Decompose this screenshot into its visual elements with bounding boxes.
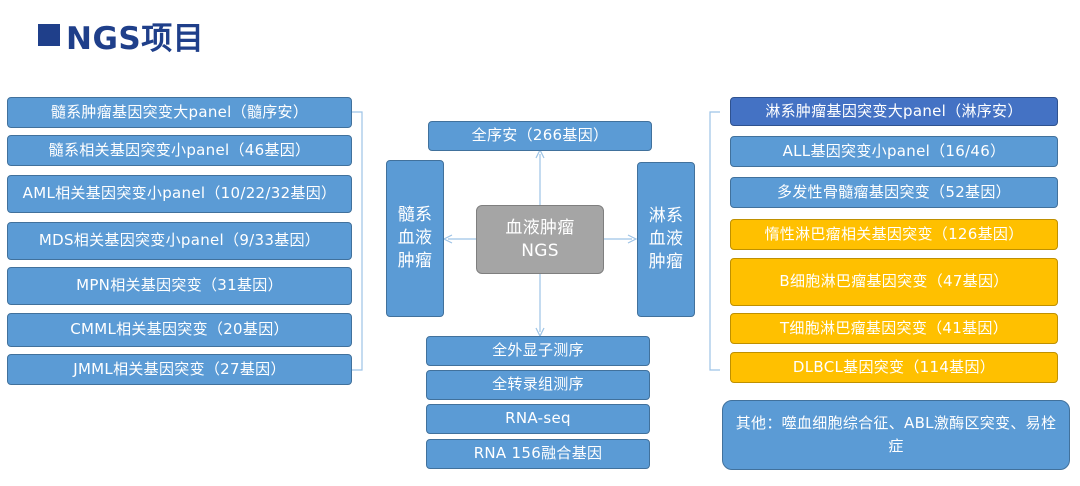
center-node: 血液肿瘤 NGS [476,205,604,274]
right-item-0: 淋系肿瘤基因突变大panel（淋序安） [730,97,1058,126]
center-line1: 血液肿瘤 [505,218,575,239]
right-item-4: B细胞淋巴瘤基因突变（47基因） [730,258,1058,306]
bottom-item-3: RNA 156融合基因 [426,439,650,469]
bottom-item-2: RNA-seq [426,404,650,434]
page-title: NGS项目 [38,14,205,57]
title-text: NGS项目 [66,20,205,57]
top-item: 全序安（266基因） [428,121,652,151]
left-hub: 髓系血液肿瘤 [386,160,444,317]
right-item-3: 惰性淋巴瘤相关基因突变（126基因） [730,219,1058,250]
bottom-item-0: 全外显子测序 [426,336,650,366]
right-item-1: ALL基因突变小panel（16/46） [730,136,1058,167]
bottom-item-1: 全转录组测序 [426,370,650,400]
left-item-1: 髓系相关基因突变小panel（46基因） [7,135,352,166]
right-bracket [709,111,720,371]
left-item-5: CMML相关基因突变（20基因） [7,313,352,347]
center-line2: NGS [521,240,559,261]
right-hub: 淋系血液肿瘤 [637,162,695,317]
left-item-4: MPN相关基因突变（31基因） [7,267,352,305]
left-item-0: 髓系肿瘤基因突变大panel（髓序安） [7,97,352,128]
left-item-6: JMML相关基因突变（27基因） [7,354,352,385]
right-item-2: 多发性骨髓瘤基因突变（52基因） [730,177,1058,208]
right-item-6: DLBCL基因突变（114基因） [730,352,1058,383]
other-box: 其他：噬血细胞综合征、ABL激酶区突变、易栓症 [722,400,1070,470]
left-item-3: MDS相关基因突变小panel（9/33基因） [7,222,352,260]
left-bracket [352,111,363,371]
title-square-icon [38,24,60,46]
left-item-2: AML相关基因突变小panel（10/22/32基因） [7,175,352,213]
right-item-5: T细胞淋巴瘤基因突变（41基因） [730,313,1058,344]
